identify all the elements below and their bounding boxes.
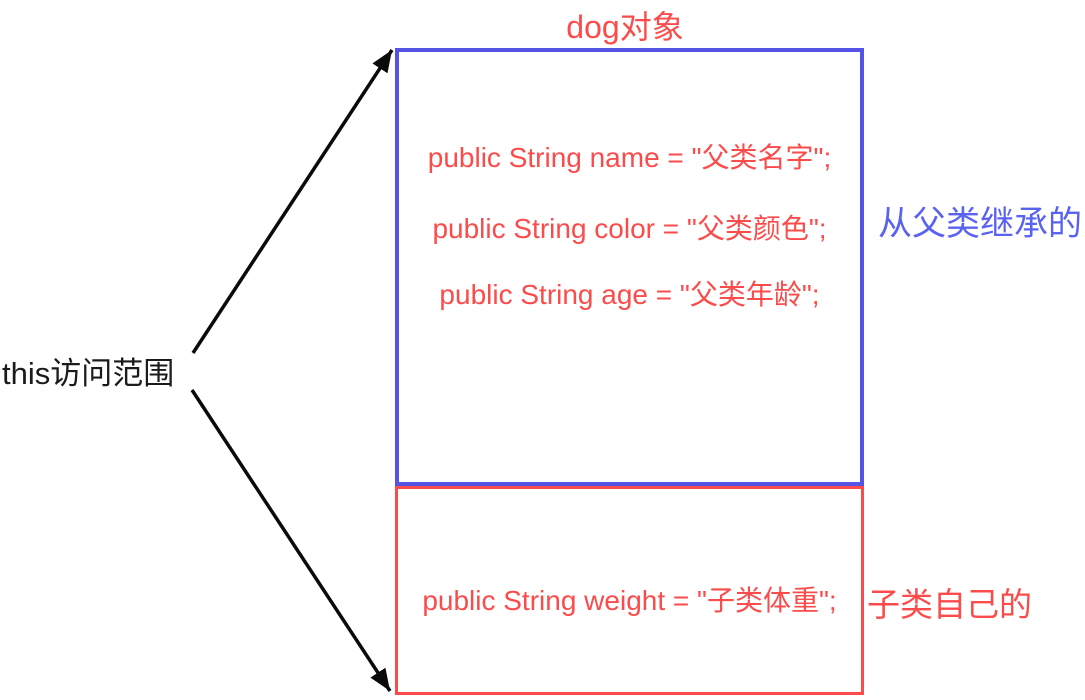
this-access-scope-label: this访问范围: [2, 356, 175, 391]
diagram-title: dog对象: [566, 9, 684, 45]
field-name-line: public String name = "父类名字";: [427, 142, 832, 173]
parent-fields-box: [395, 48, 864, 486]
child-own-label: 子类自己的: [867, 586, 1032, 623]
field-age-line: public String age = "父类年龄";: [439, 279, 820, 310]
arrow-to-child-box: [190, 389, 392, 692]
arrow-to-parent-box: [191, 49, 394, 354]
inherited-from-parent-label: 从父类继承的: [878, 205, 1082, 243]
field-color-line: public String color = "父类颜色";: [432, 213, 827, 244]
child-fields-box: [395, 486, 864, 695]
field-weight-line: public String weight = "子类体重";: [422, 585, 837, 616]
